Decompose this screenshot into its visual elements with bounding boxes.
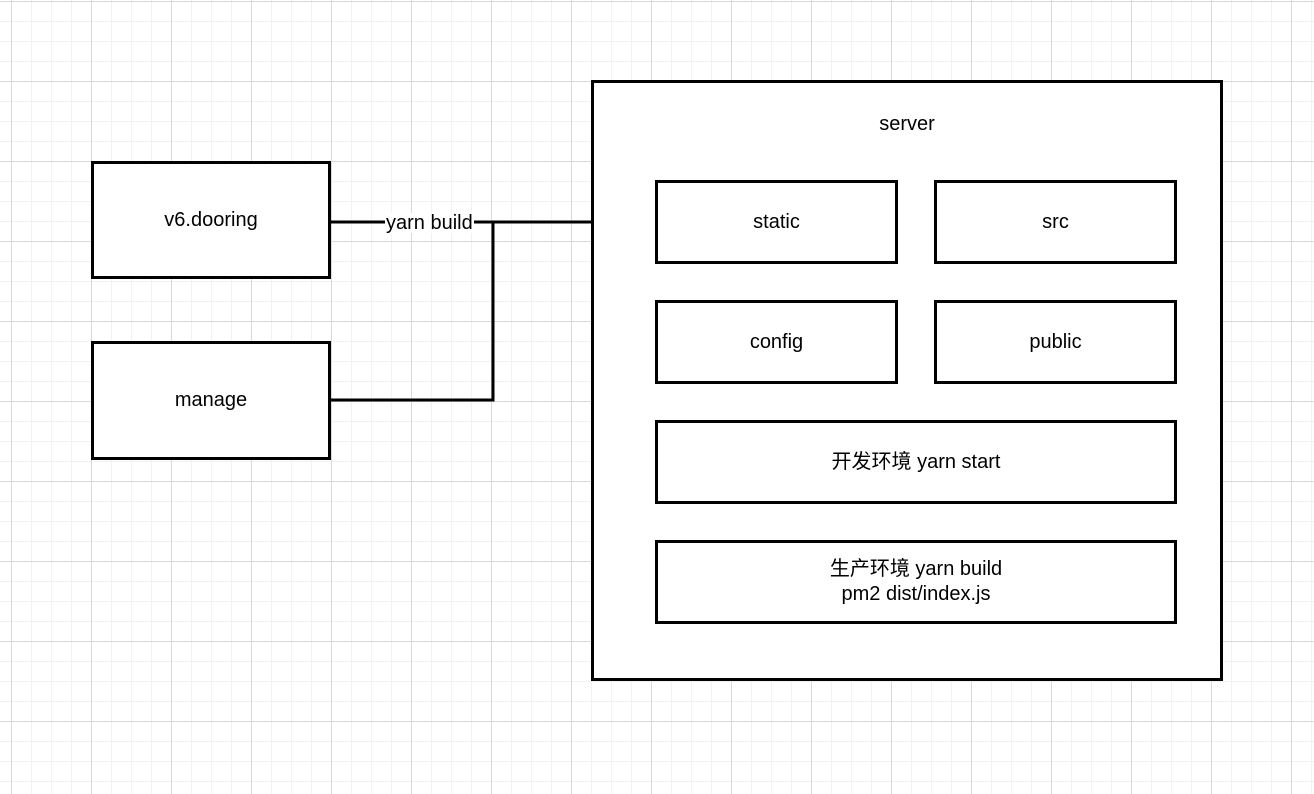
node-config-label: config xyxy=(749,330,804,353)
node-manage-label: manage xyxy=(174,389,248,411)
container-server-title: server xyxy=(879,113,935,135)
node-dev-environment-label: 开发环境 yarn start xyxy=(831,450,1001,473)
node-manage[interactable]: manage xyxy=(91,341,331,460)
node-static-label: static xyxy=(753,210,800,233)
node-src[interactable]: src xyxy=(934,180,1177,264)
node-v6-dooring[interactable]: v6.dooring xyxy=(91,161,331,279)
node-dev-environment[interactable]: 开发环境 yarn start xyxy=(655,420,1177,504)
node-src-label: src xyxy=(1042,210,1069,233)
node-public-label: public xyxy=(1029,330,1082,353)
edge-manage-to-server xyxy=(331,222,495,402)
container-server[interactable]: server static src config public 开发环境 yar… xyxy=(591,80,1223,681)
node-config[interactable]: config xyxy=(655,300,898,384)
node-v6-dooring-label: v6.dooring xyxy=(164,208,258,231)
node-prod-environment[interactable]: 生产环境 yarn build pm2 dist/index.js xyxy=(655,540,1177,624)
edge-label-yarn-build: yarn build xyxy=(385,212,474,234)
node-static[interactable]: static xyxy=(655,180,898,264)
node-public[interactable]: public xyxy=(934,300,1177,384)
node-prod-environment-label: 生产环境 yarn build pm2 dist/index.js xyxy=(829,558,1003,605)
